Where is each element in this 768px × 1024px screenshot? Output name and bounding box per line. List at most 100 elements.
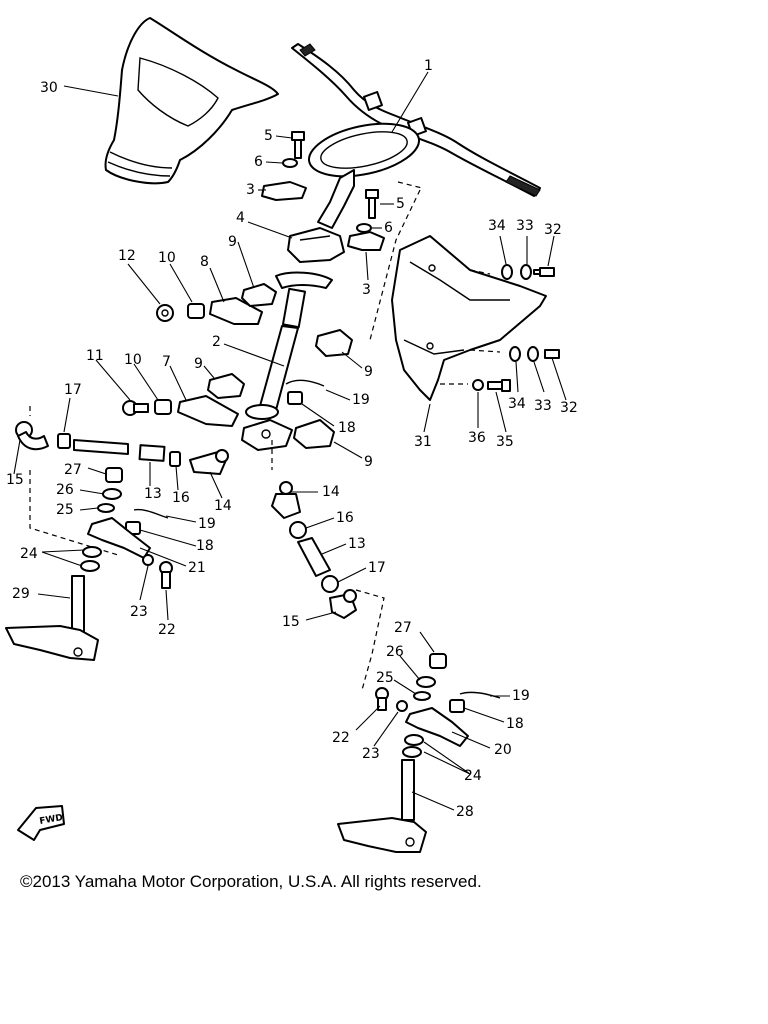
part-24-washers-right bbox=[402, 734, 424, 758]
callout-9: 9 bbox=[194, 356, 203, 372]
part-14-ball-joint-right bbox=[271, 481, 301, 519]
callout-22: 22 bbox=[158, 622, 176, 638]
callout-19: 19 bbox=[512, 688, 530, 704]
part-34-washer-lower bbox=[509, 346, 521, 362]
part-27-nut-left bbox=[105, 467, 123, 483]
part-20-knuckle-arm-right bbox=[405, 707, 469, 747]
part-1-steering-wheel bbox=[291, 43, 541, 229]
part-6-washer-right bbox=[356, 223, 372, 233]
callout-10: 10 bbox=[124, 352, 142, 368]
part-5-bolt-right bbox=[365, 189, 379, 219]
callout-7: 7 bbox=[162, 354, 171, 370]
callout-9: 9 bbox=[364, 454, 373, 470]
part-26-washer-right bbox=[416, 676, 436, 688]
part-29-knuckle-left bbox=[5, 575, 99, 661]
part-22-bolt-left bbox=[159, 561, 173, 589]
callout-18: 18 bbox=[506, 716, 524, 732]
part-7-bracket bbox=[177, 395, 239, 427]
callout-18: 18 bbox=[338, 420, 356, 436]
callout-15: 15 bbox=[6, 472, 24, 488]
callout-35: 35 bbox=[496, 434, 514, 450]
part-2-steering-column bbox=[241, 271, 333, 451]
callout-27: 27 bbox=[64, 462, 82, 478]
callout-6: 6 bbox=[384, 220, 393, 236]
part-28-knuckle-right bbox=[337, 759, 427, 853]
part-18-nut-right bbox=[449, 699, 465, 713]
part-33-lockwasher-upper bbox=[520, 264, 532, 280]
callout-17: 17 bbox=[368, 560, 386, 576]
callout-4: 4 bbox=[236, 210, 245, 226]
callout-31: 31 bbox=[414, 434, 432, 450]
part-30-handlebar-cover bbox=[104, 17, 279, 185]
callout-20: 20 bbox=[494, 742, 512, 758]
part-4-clamp-base bbox=[287, 227, 345, 263]
callout-26: 26 bbox=[386, 644, 404, 660]
part-17-locknut-right bbox=[321, 575, 339, 593]
callout-18: 18 bbox=[196, 538, 214, 554]
callout-14: 14 bbox=[322, 484, 340, 500]
part-31-mounting-bracket bbox=[391, 235, 547, 401]
callout-22: 22 bbox=[332, 730, 350, 746]
callout-8: 8 bbox=[200, 254, 209, 270]
part-9-bushing-lower-right bbox=[293, 419, 335, 449]
callout-9: 9 bbox=[228, 234, 237, 250]
callout-26: 26 bbox=[56, 482, 74, 498]
part-8-bracket bbox=[209, 297, 263, 325]
callout-30: 30 bbox=[40, 80, 58, 96]
part-15-ball-joint-right bbox=[329, 589, 357, 619]
part-19-cotter-pin-left bbox=[133, 508, 169, 519]
part-27-nut-right bbox=[429, 653, 447, 669]
part-36-washer bbox=[472, 379, 484, 391]
part-13-tie-rod-left bbox=[73, 439, 166, 462]
callout-25: 25 bbox=[376, 670, 394, 686]
callout-16: 16 bbox=[172, 490, 190, 506]
callout-34: 34 bbox=[488, 218, 506, 234]
part-6-washer-left bbox=[282, 158, 298, 168]
callout-15: 15 bbox=[282, 614, 300, 630]
part-25-washer-left bbox=[97, 503, 115, 513]
callout-32: 32 bbox=[544, 222, 562, 238]
callout-24: 24 bbox=[464, 768, 482, 784]
fwd-label: FWD bbox=[39, 813, 64, 827]
callout-21: 21 bbox=[188, 560, 206, 576]
callout-10: 10 bbox=[158, 250, 176, 266]
part-13-tie-rod-right bbox=[297, 537, 331, 577]
part-5-bolt-left bbox=[291, 131, 305, 159]
callout-11: 11 bbox=[86, 348, 104, 364]
part-19-cotter-pin-upper bbox=[285, 379, 325, 387]
part-32-bolt-lower bbox=[544, 349, 560, 359]
part-25-washer-right bbox=[413, 691, 431, 701]
part-23-washer-left bbox=[142, 554, 154, 566]
part-3-clamp-right bbox=[347, 231, 385, 251]
callout-12: 12 bbox=[118, 248, 136, 264]
steering-parts-diagram: FWD bbox=[5, 17, 578, 853]
callout-14: 14 bbox=[214, 498, 232, 514]
callout-13: 13 bbox=[144, 486, 162, 502]
callout-3: 3 bbox=[246, 182, 255, 198]
part-22-bolt-right bbox=[375, 687, 389, 711]
part-15-ball-joint-left bbox=[15, 421, 49, 451]
part-10-nut-upper bbox=[187, 303, 205, 319]
copyright-notice: ©2013 Yamaha Motor Corporation, U.S.A. A… bbox=[20, 872, 482, 891]
part-3-clamp-left bbox=[261, 181, 307, 201]
tie-rod-left-guide bbox=[29, 406, 119, 556]
callout-34: 34 bbox=[508, 396, 526, 412]
tie-rod-right-guide bbox=[355, 589, 385, 691]
callout-17: 17 bbox=[64, 382, 82, 398]
callout-27: 27 bbox=[394, 620, 412, 636]
part-33-lockwasher-lower bbox=[527, 346, 539, 362]
callout-29: 29 bbox=[12, 586, 30, 602]
callout-19: 19 bbox=[352, 392, 370, 408]
callout-6: 6 bbox=[254, 154, 263, 170]
callout-numbers: 30 1 5 6 3 5 6 3 4 34 33 32 12 10 8 9 2 … bbox=[6, 58, 578, 820]
callout-2: 2 bbox=[212, 334, 221, 350]
part-16-locknut-right bbox=[289, 521, 307, 539]
callout-36: 36 bbox=[468, 430, 486, 446]
part-9-bushing-lower bbox=[207, 373, 245, 399]
callout-25: 25 bbox=[56, 502, 74, 518]
callout-23: 23 bbox=[130, 604, 148, 620]
callout-3: 3 bbox=[362, 282, 371, 298]
part-26-washer-left bbox=[102, 488, 122, 500]
part-32-bolt-upper bbox=[533, 267, 555, 277]
part-9-bushing-right bbox=[315, 329, 353, 357]
